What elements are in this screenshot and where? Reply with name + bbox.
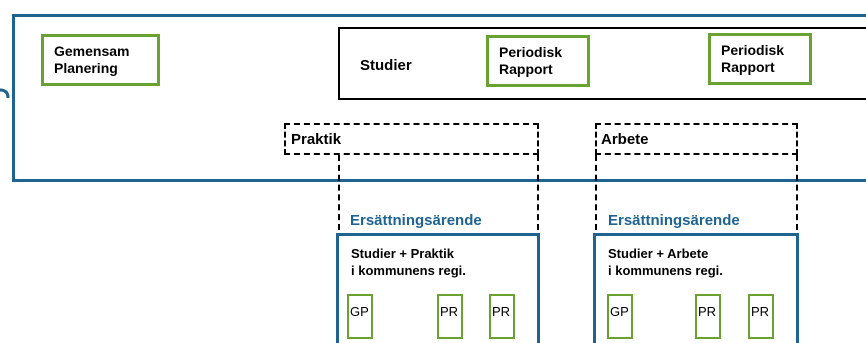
praktik-extension bbox=[338, 155, 539, 230]
pr-doc-2a: PR bbox=[695, 294, 721, 339]
praktik-box bbox=[284, 123, 539, 155]
arbete-box bbox=[595, 123, 798, 155]
overall-period-frame bbox=[12, 14, 866, 182]
ersattningsarende-text-2: Studier + Arbete i kommunens regi. bbox=[608, 246, 723, 278]
periodisk-rapport-doc-2: Periodisk Rapport bbox=[708, 33, 812, 85]
pr-doc-1a: PR bbox=[437, 294, 463, 339]
gp-doc-1: GP bbox=[347, 294, 373, 339]
ersattningsarende-text-1: Studier + Praktik i kommunens regi. bbox=[351, 246, 466, 278]
studier-label: Studier bbox=[360, 57, 412, 74]
arbete-extension bbox=[595, 155, 798, 230]
periodisk-rapport-doc-1: Periodisk Rapport bbox=[486, 35, 590, 87]
pr-doc-2b: PR bbox=[748, 294, 774, 339]
arrow-connector bbox=[0, 88, 10, 98]
pr-doc-1b: PR bbox=[489, 294, 515, 339]
arbete-label: Arbete bbox=[601, 131, 649, 148]
praktik-label: Praktik bbox=[291, 131, 342, 148]
ersattningsarende-title-2: Ersättningsärende bbox=[606, 212, 742, 229]
gp-doc-2: GP bbox=[607, 294, 633, 339]
gemensam-planering-doc: Gemensam Planering bbox=[41, 34, 160, 86]
ersattningsarende-title-1: Ersättningsärende bbox=[348, 212, 484, 229]
